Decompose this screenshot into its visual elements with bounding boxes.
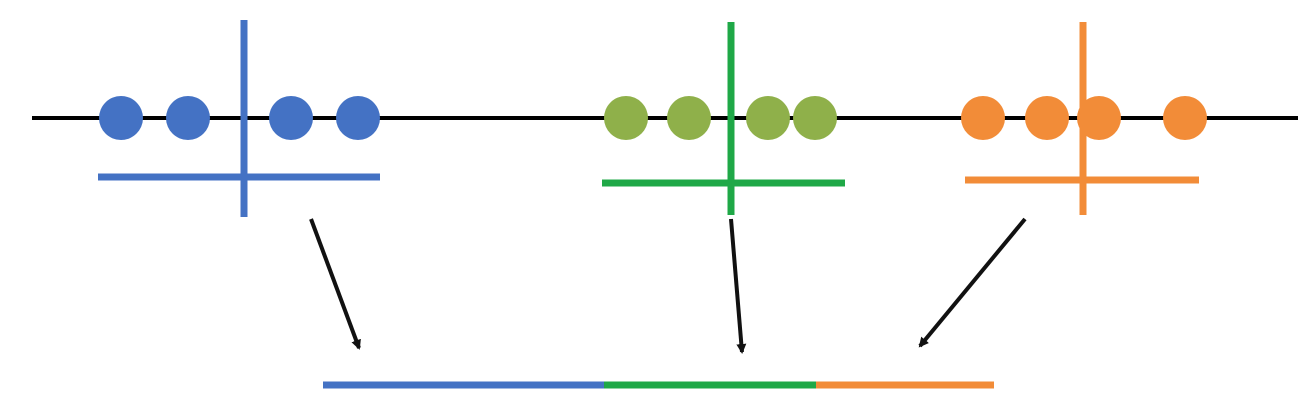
green-dot xyxy=(746,96,790,140)
group-green xyxy=(602,22,845,215)
orange-dot xyxy=(1025,96,1069,140)
arrow-green-to-result xyxy=(729,218,747,354)
green-dot xyxy=(604,96,648,140)
blue-dot xyxy=(269,96,313,140)
group-blue xyxy=(98,20,380,217)
green-dot xyxy=(667,96,711,140)
group-orange xyxy=(961,22,1207,215)
arrow-orange-to-result xyxy=(918,217,1027,348)
blue-dot xyxy=(166,96,210,140)
orange-dot xyxy=(1077,96,1121,140)
orange-dot xyxy=(961,96,1005,140)
green-dot xyxy=(793,96,837,140)
blue-dot xyxy=(99,96,143,140)
arrow-blue-to-result xyxy=(309,218,361,350)
orange-dot xyxy=(1163,96,1207,140)
blue-dot xyxy=(336,96,380,140)
